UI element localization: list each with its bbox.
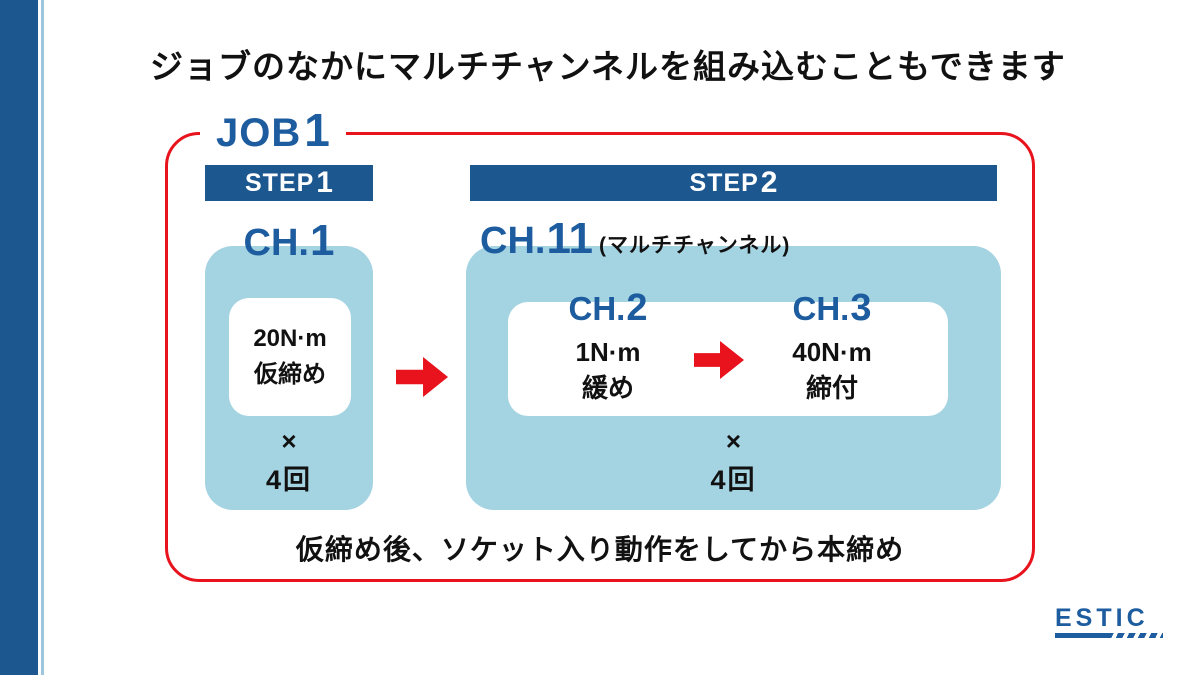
estic-logo-text: ESTIC xyxy=(1055,604,1149,632)
ch3-label-num: 3 xyxy=(850,287,872,329)
ch3-action: 締付 xyxy=(805,373,858,403)
job-label-prefix: JOB xyxy=(216,111,302,155)
ch1-label-prefix: CH. xyxy=(243,222,309,264)
step2-num: 2 xyxy=(760,166,778,199)
ch11-label-prefix: CH. xyxy=(480,220,546,262)
ch3-column: CH. 3 40N·m 締付 xyxy=(732,287,932,403)
ch11-note: (マルチチャンネル) xyxy=(598,234,791,257)
ch11-label: CH. 11 xyxy=(480,214,593,264)
step1-header-bar: STEP 1 xyxy=(205,165,373,201)
ch1-repeat-count: 4回 xyxy=(265,465,313,495)
ch1-action: 仮締め xyxy=(254,361,326,388)
ch2-torque: 1N·m xyxy=(575,337,641,367)
ch11-label-num: 11 xyxy=(546,214,593,263)
ch3-label-prefix: CH. xyxy=(792,290,850,327)
ch1-torque: 20N·m xyxy=(253,325,327,352)
ch2-label-num: 2 xyxy=(626,287,648,329)
step2-label: STEP xyxy=(689,168,759,197)
ch2-label: CH. 2 xyxy=(569,287,648,330)
step1-label: STEP xyxy=(245,168,315,197)
ch11-repeat-count: 4回 xyxy=(710,465,757,495)
step2-header-bar: STEP 2 xyxy=(470,165,997,201)
ch3-torque: 40N·m xyxy=(792,337,872,367)
ch3-label: CH. 3 xyxy=(793,287,872,330)
job-label-num: 1 xyxy=(304,104,330,156)
step1-num: 1 xyxy=(316,166,333,199)
logo-underline-solid xyxy=(1055,633,1107,638)
estic-logo: ESTIC xyxy=(1055,606,1167,638)
job-label: JOB 1 xyxy=(200,103,346,157)
ch2-action: 緩め xyxy=(581,373,634,403)
ch11-multiply-sign: × xyxy=(725,426,742,456)
ch2-label-prefix: CH. xyxy=(568,290,626,327)
ch1-label: CH. 1 xyxy=(205,216,373,266)
left-accent-bar xyxy=(0,0,38,675)
ch11-label-row: CH. 11 (マルチチャンネル) xyxy=(480,214,790,264)
ch1-multiply-sign: × xyxy=(281,426,297,456)
logo-underline-stripes xyxy=(1107,633,1163,638)
ch1-label-num: 1 xyxy=(309,216,335,265)
left-accent-line xyxy=(41,0,44,675)
footnote: 仮締め後、ソケット入り動作をしてから本締め xyxy=(295,534,905,565)
ch2-column: CH. 2 1N·m 緩め xyxy=(508,287,708,403)
estic-logo-underline xyxy=(1055,633,1163,638)
ch1-inner-card: 20N·m 仮締め xyxy=(229,298,351,416)
page-title: ジョブのなかにマルチチャンネルを組み込むこともできます xyxy=(150,48,1066,85)
